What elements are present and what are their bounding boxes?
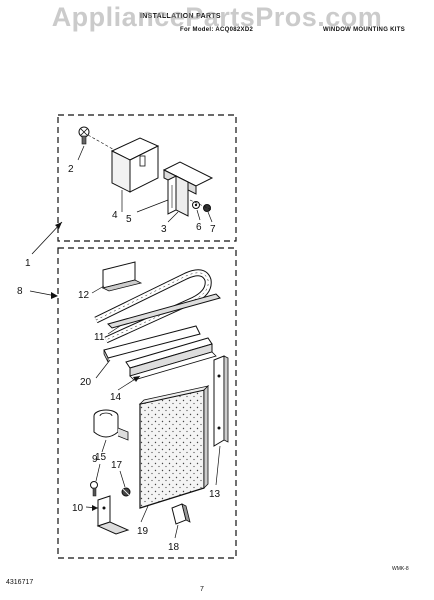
foam-block-part-12 (101, 261, 143, 292)
callout-14: 14 (110, 392, 122, 403)
pad-part-18 (171, 503, 191, 525)
callout-18: 18 (168, 542, 180, 553)
foam-panel-part-19 (138, 385, 210, 509)
rail-part-20 (103, 325, 201, 363)
callout-2: 2 (68, 164, 74, 175)
figure-code: WMK-8 (392, 566, 409, 572)
top-rail (107, 293, 221, 329)
doc-number: 4316717 (6, 579, 34, 586)
callout-11: 11 (94, 332, 105, 343)
washer-part-6 (192, 201, 200, 209)
angle-bracket-part-10 (96, 495, 130, 535)
section-title: WINDOW MOUNTING KITS (323, 27, 405, 33)
tape-roll-part-9 (93, 409, 129, 441)
callout-19: 19 (137, 526, 149, 537)
callout-3: 3 (161, 224, 167, 235)
screw-part-17 (121, 487, 131, 497)
lower-kit-box (57, 247, 237, 559)
callout-1: 1 (25, 258, 31, 269)
callout-4: 4 (112, 210, 118, 221)
channel-bracket-part-3 (162, 161, 214, 217)
strip-part-13 (213, 355, 229, 447)
callout-5: 5 (126, 214, 132, 225)
callout-9: 9 (92, 454, 98, 465)
page-title: INSTALLATION PARTS (140, 13, 221, 20)
callout-17: 17 (111, 460, 123, 471)
callout-6: 6 (196, 222, 202, 233)
model-subtitle: For Model: ACQ082XD2 (180, 27, 254, 33)
screw-part-15 (90, 481, 98, 497)
callout-12: 12 (78, 290, 90, 301)
upper-kit-box (57, 114, 237, 242)
callout-8: 8 (17, 286, 23, 297)
page-number: 7 (200, 586, 204, 593)
screw-part-2 (78, 126, 90, 145)
u-seal-part-11 (94, 269, 212, 344)
callout-7: 7 (210, 224, 216, 235)
callout-20: 20 (80, 377, 92, 388)
callout-10: 10 (72, 503, 84, 514)
bracket-part-4 (110, 137, 160, 193)
screw-part-7 (203, 204, 211, 212)
channel-part-14 (125, 337, 217, 381)
callout-13: 13 (209, 489, 221, 500)
callout-15: 15 (95, 452, 107, 463)
watermark: AppliancePartsPros.com (51, 2, 383, 32)
